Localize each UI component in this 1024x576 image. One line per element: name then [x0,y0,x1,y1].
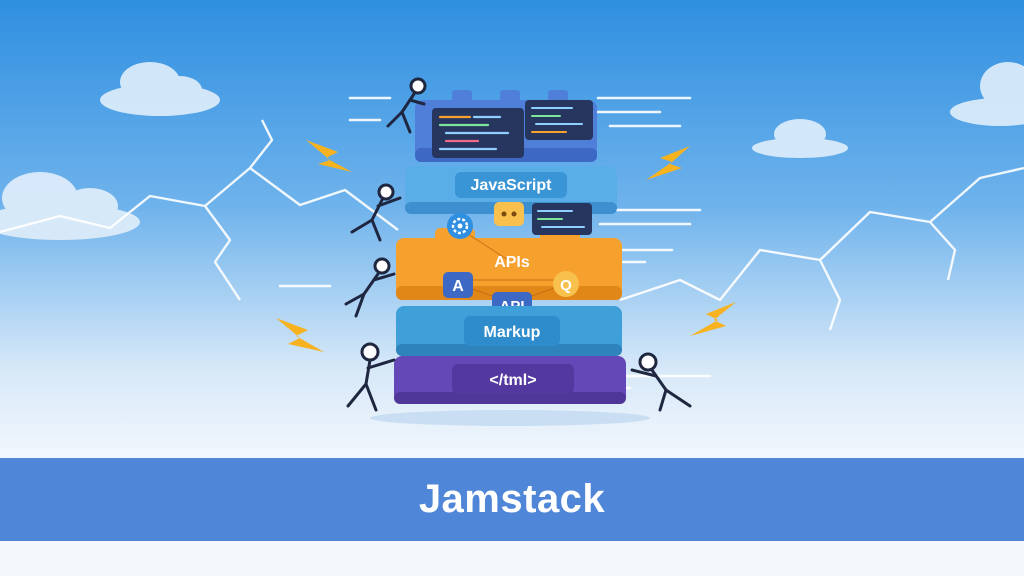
html-tag-label: </tml> [489,372,536,389]
a-badge: A [443,272,473,298]
jamstack-layer-stack: JavaScript APIs A Q [276,77,736,426]
robot-figure-icon [346,342,396,412]
robot-figure-icon [344,257,396,318]
lightning-bolt-icon [306,140,352,172]
lightning-bolt-icon [646,146,690,180]
svg-text:Q: Q [560,277,572,294]
title-banner: Jamstack [0,458,1024,541]
lightning-bolt-icon [690,302,736,336]
lightning-streak [0,119,1024,331]
bottom-strip [0,541,1024,576]
robot-figure-icon [350,183,402,242]
robot-figure-icon [630,352,692,412]
banner-title: Jamstack [418,477,606,521]
code-block-layer [415,90,597,162]
q-badge: Q [553,271,579,297]
cloud-icon [0,172,140,240]
cloud-icon [950,62,1024,126]
code-window-icon [432,108,524,158]
markup-layer: Markup [396,306,622,356]
robot-figure-icon [386,77,427,134]
markup-label: Markup [484,324,541,341]
chat-bubble-icon [494,202,524,226]
javascript-label: JavaScript [471,177,553,194]
lightning-bolt-icon [276,318,324,352]
code-window-icon [532,203,592,235]
cloud-icon [752,119,848,158]
cloud-icon [100,62,220,116]
code-window-icon [525,100,593,140]
svg-text:A: A [452,278,464,295]
apis-label: APIs [494,254,530,271]
gear-icon [447,213,473,239]
html-layer: </tml> [394,356,626,404]
apis-layer: APIs A Q [396,202,622,300]
